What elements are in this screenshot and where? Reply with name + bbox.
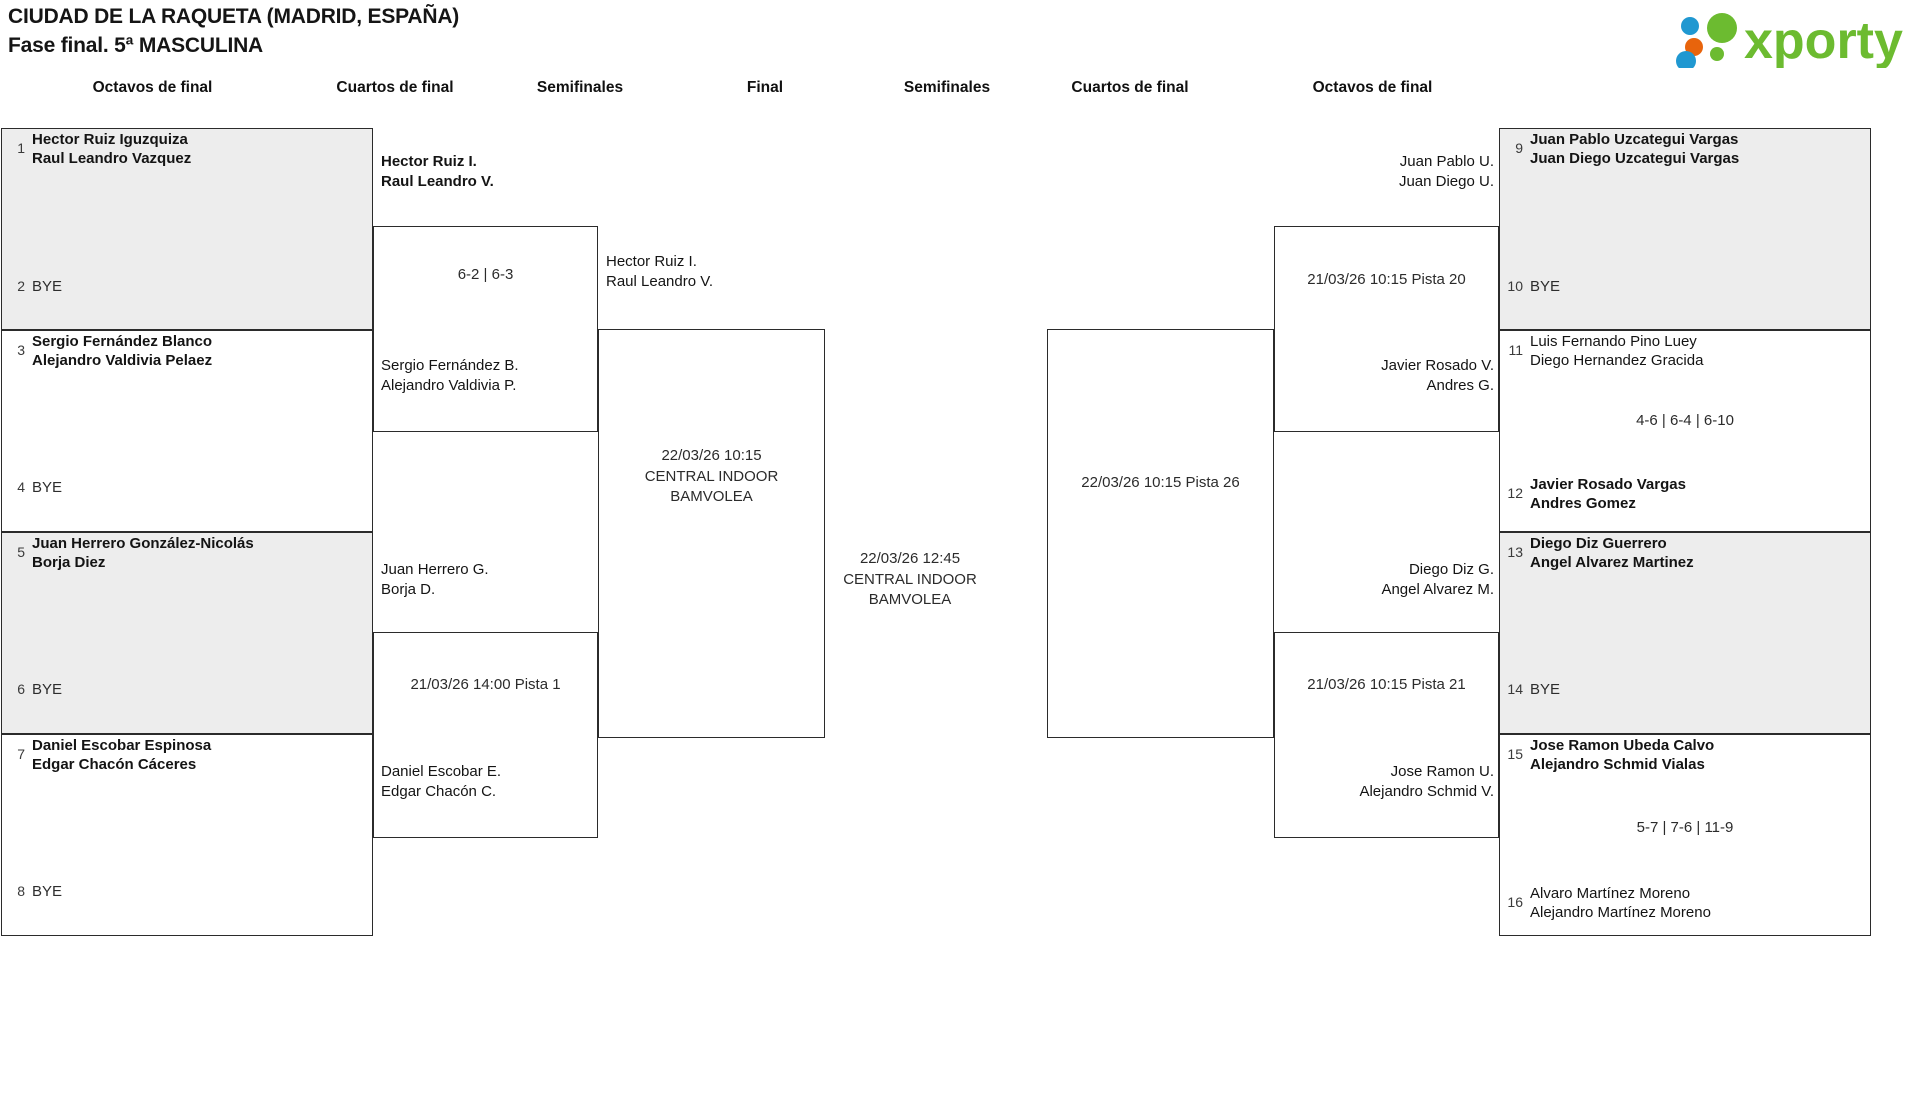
qf-c-schedule: 21/03/26 10:15 Pista 20: [1307, 271, 1466, 288]
seed-number: 5: [17, 544, 25, 560]
r16-slot-seed-3[interactable]: 3 Sergio Fernández Blanco Alejandro Vald…: [3, 332, 371, 370]
r16-slot-seed-1[interactable]: 1 Hector Ruiz Iguzquiza Raul Leandro Vaz…: [3, 130, 371, 168]
round-header-right-qf: Cuartos de final: [1071, 79, 1189, 96]
title-line-phase: Fase final. 5ª MASCULINA: [8, 34, 264, 57]
bye-label: BYE: [1530, 681, 1561, 698]
player-pair: Daniel Escobar Espinosa Edgar Chacón Các…: [32, 737, 212, 773]
r16-slot-seed-2[interactable]: 2 BYE: [3, 277, 371, 296]
player-pair: Jose Ramon Ubeda Calvo Alejandro Schmid …: [1530, 737, 1715, 773]
r16-slot-seed-4[interactable]: 4 BYE: [3, 478, 371, 497]
qf-a-score: 6-2 | 6-3: [457, 266, 514, 283]
seed-number: 9: [1515, 140, 1523, 156]
round-header-final: Final: [746, 79, 784, 96]
qf-match-c-box[interactable]: [1274, 226, 1499, 432]
round-header-right-r16: Octavos de final: [1312, 79, 1433, 96]
page-header: CIUDAD DE LA RAQUETA (MADRID, ESPAÑA) Fa…: [0, 0, 1920, 78]
r16-match-8-score: 5-7 | 7-6 | 11-9: [1636, 819, 1734, 836]
seed-number: 7: [17, 746, 25, 762]
r16-match-4-box[interactable]: [1, 734, 373, 936]
logo-dot-green-small: [1710, 47, 1724, 61]
round-header-left-qf: Cuartos de final: [336, 79, 454, 96]
qf-match-d-box[interactable]: [1274, 632, 1499, 838]
seed-number: 11: [1508, 342, 1523, 358]
qf-a-bottom-entrant: Sergio Fernández B. Alejandro Valdivia P…: [381, 357, 519, 394]
r16-slot-seed-16[interactable]: 16 Alvaro Martínez Moreno Alejandro Mart…: [1501, 884, 1869, 922]
sf-left-schedule: 22/03/26 10:15 CENTRAL INDOOR BAMVOLEA: [644, 447, 779, 505]
r16-slot-seed-10[interactable]: 10 BYE: [1501, 277, 1869, 296]
bye-label: BYE: [1530, 278, 1561, 295]
player-pair: Javier Rosado Vargas Andres Gomez: [1530, 476, 1686, 512]
sf-left-match-box[interactable]: [598, 329, 825, 738]
seed-number: 3: [17, 342, 25, 358]
qf-match-b-box[interactable]: [373, 632, 598, 838]
sf-right-match-box[interactable]: [1047, 329, 1274, 738]
qf-a-top-entrant: Hector Ruiz I. Raul Leandro V.: [381, 153, 494, 190]
r16-slot-seed-6[interactable]: 6 BYE: [3, 680, 371, 699]
qf-b-bottom-entrant: Daniel Escobar E. Edgar Chacón C.: [381, 763, 502, 800]
player-pair: Juan Pablo Uzcategui Vargas Juan Diego U…: [1530, 131, 1740, 167]
r16-match-6-score: 4-6 | 6-4 | 6-10: [1636, 412, 1734, 429]
logo-dot-orange: [1685, 38, 1703, 56]
qf-b-schedule: 21/03/26 14:00 Pista 1: [410, 676, 561, 693]
qf-c-top-entrant: Juan Pablo U. Juan Diego U.: [1398, 153, 1494, 190]
player-pair: Diego Diz Guerrero Angel Alvarez Martine…: [1530, 535, 1694, 571]
qf-b-top-entrant: Juan Herrero G. Borja D.: [381, 561, 489, 598]
page-title: CIUDAD DE LA RAQUETA (MADRID, ESPAÑA) Fa…: [8, 2, 459, 60]
r16-slot-seed-12[interactable]: 12 Javier Rosado Vargas Andres Gomez: [1501, 475, 1869, 513]
seed-number: 16: [1507, 894, 1523, 910]
sf-left-top-entrant: Hector Ruiz I. Raul Leandro V.: [606, 253, 714, 290]
logo-dot-blue-top: [1681, 17, 1699, 35]
qf-c-bottom-entrant: Javier Rosado V. Andres G.: [1381, 357, 1494, 394]
bye-label: BYE: [32, 883, 63, 900]
r16-match-2-box[interactable]: [1, 330, 373, 532]
round-header-right-sf: Semifinales: [903, 79, 991, 96]
r16-match-6-box[interactable]: [1499, 330, 1871, 532]
qf-d-schedule: 21/03/26 10:15 Pista 21: [1307, 676, 1466, 693]
qf-d-bottom-entrant: Jose Ramon U. Alejandro Schmid V.: [1359, 763, 1494, 800]
player-pair: Alvaro Martínez Moreno Alejandro Martíne…: [1530, 885, 1711, 921]
bye-label: BYE: [32, 681, 63, 698]
r16-slot-seed-15[interactable]: 15 Jose Ramon Ubeda Calvo Alejandro Schm…: [1501, 736, 1869, 774]
player-pair: Juan Herrero González-Nicolás Borja Diez: [32, 535, 254, 571]
r16-match-3-box[interactable]: [1, 532, 373, 734]
r16-slot-seed-8[interactable]: 8 BYE: [3, 882, 371, 901]
r16-match-5-box[interactable]: [1499, 128, 1871, 330]
seed-number: 14: [1507, 681, 1523, 697]
round-header-left-r16: Octavos de final: [92, 79, 213, 96]
player-pair: Sergio Fernández Blanco Alejandro Valdiv…: [32, 333, 213, 369]
seed-number: 1: [17, 140, 25, 156]
seed-number: 12: [1507, 485, 1523, 501]
r16-match-8-box[interactable]: [1499, 734, 1871, 936]
qf-match-a-box[interactable]: [373, 226, 598, 432]
xporty-logo[interactable]: xporty: [1672, 6, 1912, 68]
r16-slot-seed-5[interactable]: 5 Juan Herrero González-Nicolás Borja Di…: [3, 534, 371, 572]
player-pair: Hector Ruiz Iguzquiza Raul Leandro Vazqu…: [32, 131, 192, 167]
logo-dot-green-big: [1707, 13, 1737, 43]
seed-number: 8: [17, 883, 25, 899]
player-pair: Luis Fernando Pino Luey Diego Hernandez …: [1530, 333, 1704, 369]
sf-right-schedule: 22/03/26 10:15 Pista 26: [1081, 474, 1240, 491]
r16-match-7-box[interactable]: [1499, 532, 1871, 734]
seed-number: 15: [1507, 746, 1523, 762]
title-line-venue: CIUDAD DE LA RAQUETA (MADRID, ESPAÑA): [8, 5, 460, 28]
r16-slot-seed-9[interactable]: 9 Juan Pablo Uzcategui Vargas Juan Diego…: [1501, 130, 1869, 168]
r16-slot-seed-7[interactable]: 7 Daniel Escobar Espinosa Edgar Chacón C…: [3, 736, 371, 774]
r16-slot-seed-14[interactable]: 14 BYE: [1501, 680, 1869, 699]
logo-dot-blue-bottom: [1676, 51, 1696, 68]
seed-number: 4: [17, 479, 25, 495]
r16-match-1-box[interactable]: [1, 128, 373, 330]
bye-label: BYE: [32, 479, 63, 496]
round-header-left-sf: Semifinales: [536, 79, 624, 96]
seed-number: 2: [17, 278, 25, 294]
logo-wordmark: xporty: [1744, 12, 1903, 68]
bye-label: BYE: [32, 278, 63, 295]
seed-number: 13: [1507, 544, 1523, 560]
r16-slot-seed-11[interactable]: 11 Luis Fernando Pino Luey Diego Hernand…: [1501, 332, 1869, 370]
final-schedule: 22/03/26 12:45 CENTRAL INDOOR BAMVOLEA: [843, 550, 977, 608]
seed-number: 10: [1507, 278, 1523, 294]
seed-number: 6: [17, 681, 25, 697]
qf-d-top-entrant: Diego Diz G. Angel Alvarez M.: [1381, 561, 1494, 598]
r16-slot-seed-13[interactable]: 13 Diego Diz Guerrero Angel Alvarez Mart…: [1501, 534, 1869, 572]
